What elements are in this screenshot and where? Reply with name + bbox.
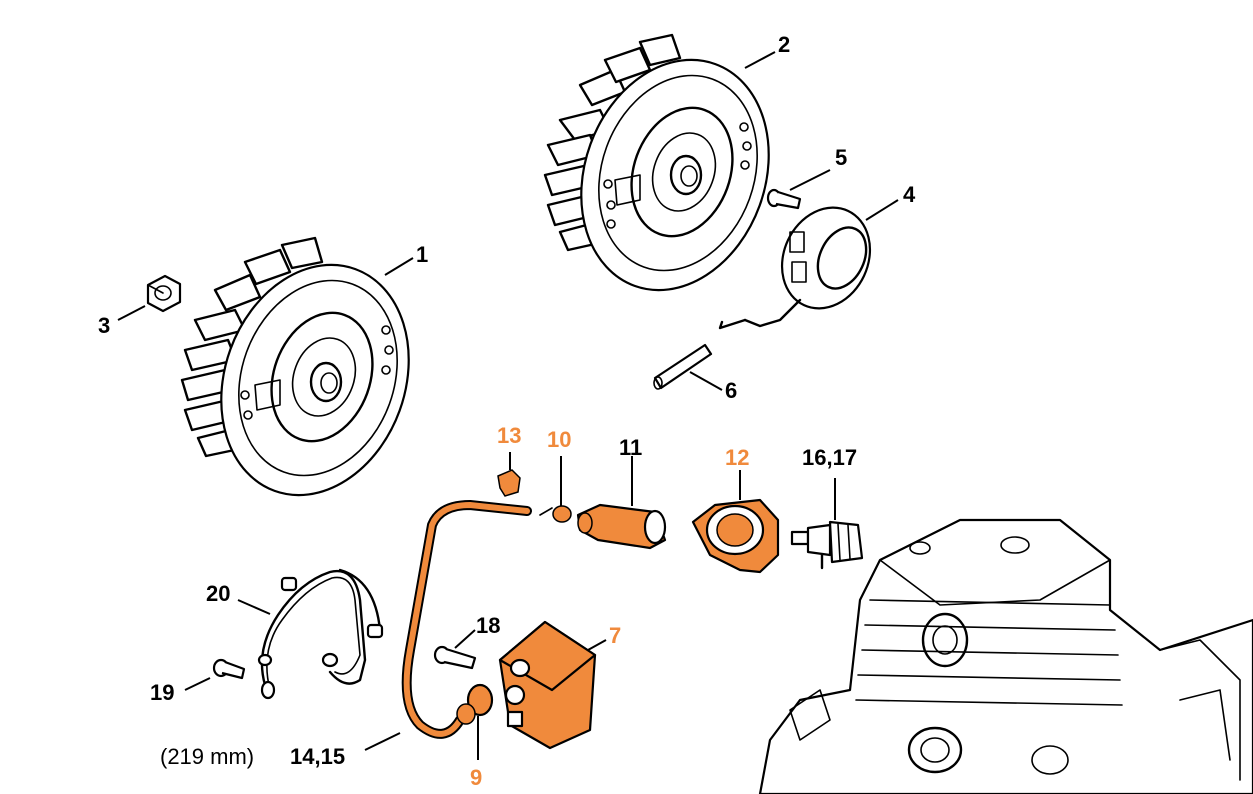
label-2: 2 <box>778 32 790 57</box>
engine-block <box>758 518 1253 794</box>
leader-14-15 <box>364 732 401 751</box>
leader-19 <box>184 677 211 691</box>
part-13-clip[interactable] <box>497 469 521 497</box>
part-12-boot[interactable] <box>691 498 780 574</box>
label-10: 10 <box>547 427 571 452</box>
label-5: 5 <box>835 145 847 170</box>
part-9-spring[interactable] <box>456 683 494 725</box>
label-13: 13 <box>497 423 521 448</box>
label-1: 1 <box>416 242 428 267</box>
label-14-15: 14,15 <box>290 744 345 769</box>
part-10-spring[interactable] <box>539 505 572 523</box>
label-20: 20 <box>206 581 230 606</box>
label-7: 7 <box>609 623 621 648</box>
label-14-15-note: (219 mm) <box>160 744 254 769</box>
label-16-17: 16,17 <box>802 445 857 470</box>
leader-3 <box>117 305 146 321</box>
label-4: 4 <box>903 182 916 207</box>
label-19: 19 <box>150 680 174 705</box>
part-1-flywheel[interactable] <box>180 236 440 522</box>
leader-7 <box>587 639 607 651</box>
part-1-fins <box>180 236 324 458</box>
part-14-15-ignition-lead[interactable] <box>401 500 532 739</box>
part-20-wire-harness[interactable] <box>257 568 384 700</box>
part-6-pin[interactable] <box>653 343 713 390</box>
part-18-screw[interactable] <box>433 645 477 670</box>
part-2-flywheel[interactable] <box>543 33 800 316</box>
label-9: 9 <box>470 765 482 790</box>
leader-2 <box>744 51 776 69</box>
leader-1 <box>384 257 414 276</box>
leader-5 <box>789 169 831 191</box>
part-19-screw[interactable] <box>212 658 246 680</box>
part-4-ring[interactable] <box>718 193 886 330</box>
label-11: 11 <box>619 435 642 460</box>
part-11-connector[interactable] <box>576 503 667 550</box>
leader-6 <box>689 371 723 391</box>
label-6: 6 <box>725 378 737 403</box>
leader-4 <box>865 199 899 221</box>
label-3: 3 <box>98 313 110 338</box>
leader-20 <box>237 599 271 615</box>
part-5-screw[interactable] <box>766 188 802 210</box>
part-7-ignition-module[interactable] <box>498 620 597 750</box>
leader-18 <box>454 629 476 649</box>
label-18: 18 <box>476 613 500 638</box>
label-12: 12 <box>725 445 749 470</box>
part-3-nut[interactable] <box>146 274 182 313</box>
part-16-17-spark-plug[interactable] <box>790 520 864 570</box>
